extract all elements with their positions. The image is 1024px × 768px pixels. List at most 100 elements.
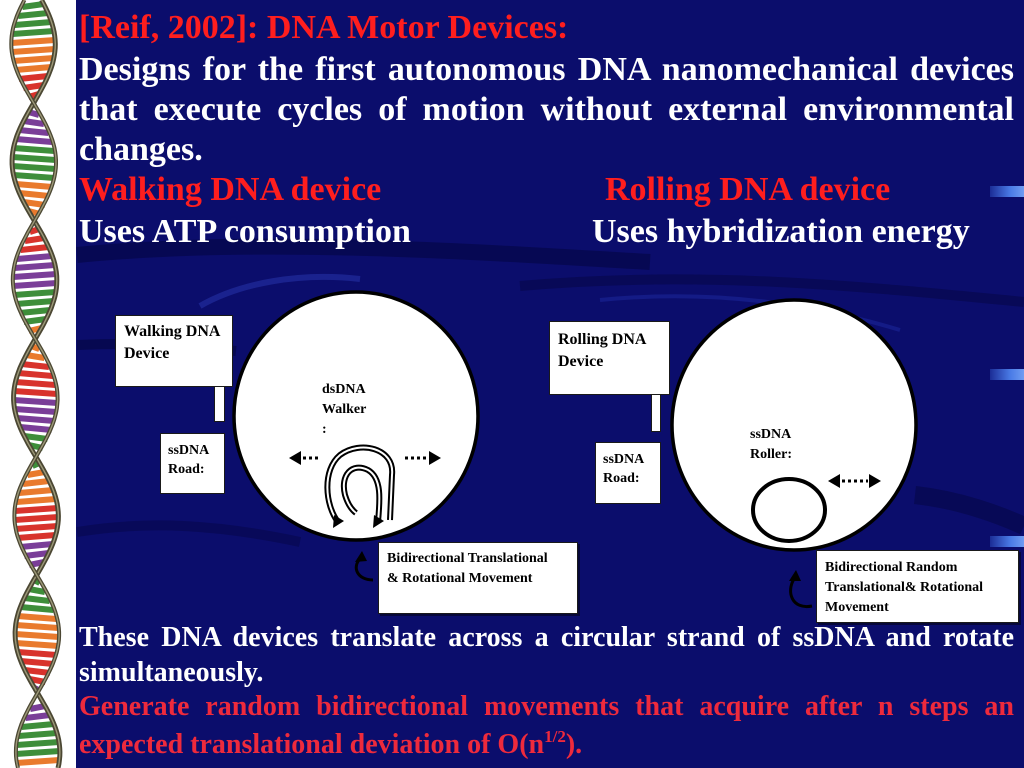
helix-rung — [15, 622, 59, 631]
walking-energy-source: Uses ATP consumption — [79, 213, 411, 250]
ssdna-road-label-box: ssDNA Road: — [595, 442, 661, 504]
helix-rung — [14, 523, 58, 532]
helix-rung — [16, 739, 60, 748]
helix-rung — [18, 73, 49, 82]
helix-rung — [13, 289, 56, 298]
helix-rung — [19, 127, 49, 136]
helix-rung — [14, 631, 60, 640]
callout-line: Device — [124, 345, 170, 362]
dsdna-walker-label: dsDNA Walker : — [322, 380, 366, 440]
helix-rung — [14, 505, 59, 514]
helix-rung — [24, 667, 51, 676]
callout-line: Device — [558, 353, 604, 370]
helix-rung — [15, 64, 52, 73]
helix-rung — [19, 424, 52, 433]
helix-rung — [17, 649, 57, 658]
walker-label-line: : — [322, 422, 327, 437]
helix-rung — [11, 37, 56, 46]
roller-label-line: Roller: — [750, 447, 792, 462]
ssdna-road-label-box: ssDNA Road: — [160, 433, 225, 494]
helix-rung — [24, 550, 50, 559]
walking-device-callout: Walking DNA Device — [115, 315, 233, 387]
road-label-line: ssDNA — [603, 452, 645, 467]
bidirectional-arrow-icon — [828, 474, 881, 488]
helix-rung — [26, 469, 46, 478]
helix-rung — [23, 595, 50, 604]
helix-rung — [22, 478, 50, 487]
road-label-line: Road: — [603, 471, 640, 486]
helix-rung — [21, 361, 50, 370]
helix-rung — [20, 658, 55, 667]
helix-rung — [19, 190, 50, 199]
helix-rung — [12, 280, 57, 289]
translation-paragraph: These DNA devices translate across a cir… — [79, 622, 1014, 688]
helix-rung — [15, 640, 59, 649]
walking-movement-callout: Bidirectional Translational & Rotational… — [378, 542, 578, 614]
ssdna-roller-ring — [751, 477, 827, 543]
helix-rung — [19, 307, 51, 316]
helix-rung — [17, 370, 54, 379]
helix-rung — [16, 496, 57, 505]
helix-rung — [16, 757, 60, 766]
helix-rung — [16, 415, 55, 424]
helix-rung — [11, 46, 56, 55]
helix-rung — [20, 541, 53, 550]
helix-rung — [25, 352, 45, 361]
road-label-line: Road: — [168, 462, 205, 477]
movement-line: Movement — [825, 600, 889, 615]
helix-rung — [16, 298, 54, 307]
helix-rung — [15, 181, 53, 190]
helix-rung — [20, 244, 49, 253]
rolling-device-callout: Rolling DNA Device — [549, 321, 670, 395]
left-decorative-strip — [0, 0, 76, 768]
rolling-energy-source: Uses hybridization energy — [592, 213, 970, 250]
walker-label-line: Walker — [322, 402, 367, 417]
dna-helix-illustration — [9, 0, 63, 768]
slide-title: [Reif, 2002]: DNA Motor Devices: — [79, 9, 569, 46]
ssdna-road-circle — [670, 298, 918, 552]
helix-rung — [14, 262, 56, 271]
walker-label-line: dsDNA — [322, 382, 366, 397]
roller-label-line: ssDNA — [750, 427, 792, 442]
curved-arrow-icon — [354, 551, 374, 582]
helix-rung — [13, 388, 58, 397]
helix-rung — [28, 586, 46, 595]
ssdna-roller-label: ssDNA Roller: — [750, 425, 792, 465]
walking-device-heading: Walking DNA device — [79, 171, 382, 208]
helix-rung — [13, 145, 55, 154]
helix-rung — [17, 10, 49, 19]
helix-rung — [15, 379, 56, 388]
deviation-exponent: 1/2 — [544, 727, 566, 746]
helix-rung — [16, 253, 53, 262]
helix-strand-highlight — [10, 0, 60, 768]
helix-rung — [12, 154, 57, 163]
helix-rung — [17, 532, 56, 541]
helix-rung — [13, 397, 58, 406]
helix-rung — [12, 28, 55, 37]
callout-pointer — [214, 385, 225, 422]
deviation-close: ). — [565, 729, 583, 760]
deviation-text: Generate random bidirectional movements … — [79, 691, 1014, 760]
helix-rung — [18, 730, 58, 739]
right-arrow-icon — [405, 451, 441, 465]
curved-arrow-icon — [789, 570, 813, 609]
dsdna-walker-hairpin — [324, 444, 396, 528]
helix-rung — [23, 316, 47, 325]
rolling-device-heading: Rolling DNA device — [605, 171, 891, 208]
edge-accent-bar — [990, 369, 1024, 380]
helix-rung — [18, 487, 54, 496]
helix-rung — [25, 712, 51, 721]
helix-rung — [21, 1, 45, 10]
helix-rung — [14, 406, 57, 415]
helix-rung — [24, 235, 45, 244]
helix-rung — [12, 271, 57, 280]
helix-rung — [14, 19, 52, 28]
callout-line: Walking DNA — [124, 323, 221, 340]
movement-line: Bidirectional Random — [825, 560, 958, 575]
helix-rung — [21, 721, 55, 730]
helix-rung — [17, 613, 57, 622]
road-label-line: ssDNA — [168, 443, 210, 458]
helix-rung — [12, 163, 57, 172]
helix-rung — [23, 433, 48, 442]
